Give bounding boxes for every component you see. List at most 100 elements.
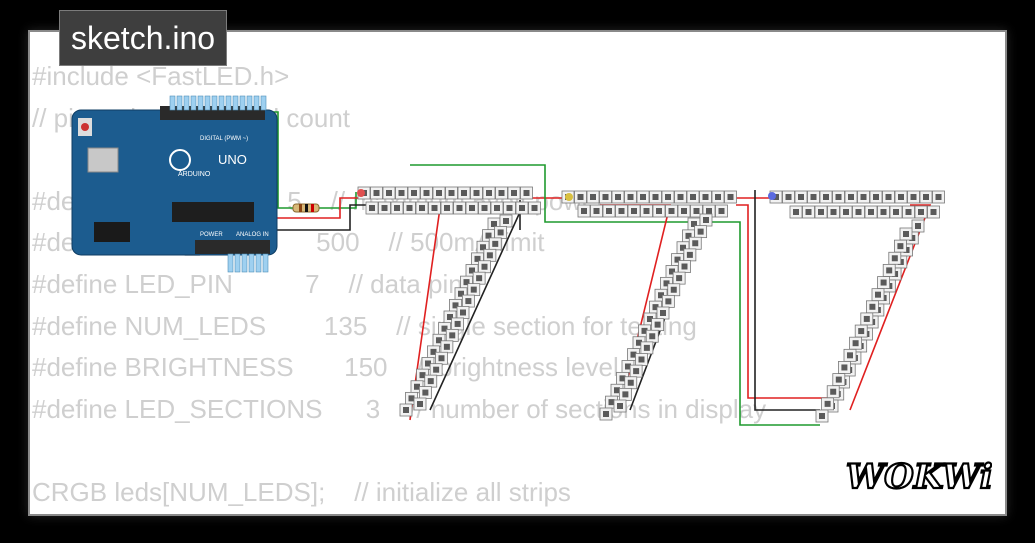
led-pixel [649, 190, 662, 204]
header-pin [262, 253, 269, 273]
led-pixel [927, 205, 940, 219]
led-pixel [894, 239, 907, 253]
led-pixel [807, 190, 820, 204]
led-pixel [802, 205, 815, 219]
file-tab[interactable]: sketch.ino [59, 10, 228, 66]
led-pixel [814, 205, 828, 219]
led-pixel [686, 190, 700, 204]
led-pixel [794, 190, 808, 204]
header-pin [197, 95, 204, 111]
board-label-brand: ARDUINO [178, 171, 211, 178]
led-pixel [914, 205, 928, 219]
led-pixel [839, 205, 853, 219]
led-pixel [645, 329, 659, 343]
led-pixel [789, 205, 803, 219]
led-pixel [482, 186, 496, 200]
header-pin [183, 95, 190, 111]
led-pixel [869, 190, 883, 204]
header-pin [176, 95, 183, 111]
header-pin [218, 95, 225, 111]
header-pin [234, 253, 241, 273]
led-pixel [911, 219, 925, 233]
led-pixel [932, 190, 945, 204]
pin-connectors [169, 95, 269, 273]
header-pin [225, 95, 232, 111]
led-pixel [590, 204, 603, 218]
led-pixel [827, 205, 840, 219]
led-pixel [478, 201, 491, 215]
led-pixel [451, 317, 465, 331]
wire [849, 204, 932, 411]
led-pixel [399, 403, 413, 417]
led-pixel [435, 351, 448, 365]
analog-header [195, 240, 270, 254]
led-pixel [413, 397, 427, 411]
led-pixel [877, 276, 890, 289]
header-pin [246, 95, 253, 111]
led-pixel [832, 373, 846, 387]
led-pixel [678, 260, 691, 273]
code-line: #define LED_PIN 7 // data pin [32, 268, 463, 299]
microcontroller-chip [172, 202, 254, 222]
led-pixel [440, 201, 454, 215]
led-pixel [390, 201, 404, 215]
led-pixel [715, 204, 728, 218]
led-pixel [688, 236, 702, 250]
led-pixel [844, 190, 858, 204]
led-pixel [832, 190, 845, 204]
led-pixel [665, 204, 678, 218]
header-pin [232, 95, 239, 111]
reset-button[interactable] [81, 123, 89, 131]
led-pixel [378, 201, 391, 215]
led-pixel [574, 190, 587, 204]
led-strips[interactable] [357, 186, 945, 423]
board-label-uno: UNO [218, 152, 247, 167]
led-pixel [902, 205, 915, 219]
led-pixel [503, 201, 516, 215]
led-pixel [699, 213, 713, 227]
led-pixel [919, 190, 933, 204]
led-pixel [849, 336, 862, 350]
led-pixel [821, 397, 834, 411]
header-pin [260, 95, 267, 111]
led-pixel [826, 385, 840, 399]
led-pixel [495, 186, 508, 200]
led-pixel [819, 190, 833, 204]
led-pixel [613, 399, 627, 413]
led-pixel [403, 201, 416, 215]
arduino-uno-board[interactable]: UNO ARDUINO DIGITAL (PWM ~) POWER ANALOG… [71, 106, 278, 256]
led-pixel [424, 374, 438, 388]
led-pixel [674, 190, 687, 204]
header-pin [169, 95, 176, 111]
led-pixel [782, 190, 795, 204]
led-pixel [407, 186, 421, 200]
led-pixel [888, 251, 902, 265]
led-pixel [894, 190, 908, 204]
led-pixel [365, 201, 379, 215]
led-pixel [456, 306, 470, 319]
led-pixel [618, 387, 632, 401]
led-pixel [418, 386, 432, 399]
led-pixel [395, 186, 408, 200]
led-pixel [889, 205, 903, 219]
led-pixel [651, 318, 665, 332]
led-pixel [370, 186, 383, 200]
resistor[interactable] [292, 203, 320, 213]
led-pixel [528, 201, 541, 215]
power-jack [94, 222, 130, 242]
led-pixel [864, 205, 878, 219]
led-pixel [461, 294, 475, 308]
led-pixel [440, 340, 454, 354]
led-pixel [415, 201, 429, 215]
code-line: #define BRIGHTNESS 150 // brightness lev… [32, 352, 619, 383]
board-label-analog: ANALOG IN [236, 232, 269, 238]
code-line: #include <FastLED.h> [32, 61, 290, 91]
led-pixel [470, 186, 483, 200]
header-pin [241, 253, 248, 273]
led-pixel [382, 186, 396, 200]
arduino-logo-icon [169, 149, 191, 171]
header-pin [239, 95, 246, 111]
header-pin [211, 95, 218, 111]
led-pixel [420, 186, 433, 200]
wire [754, 190, 820, 411]
